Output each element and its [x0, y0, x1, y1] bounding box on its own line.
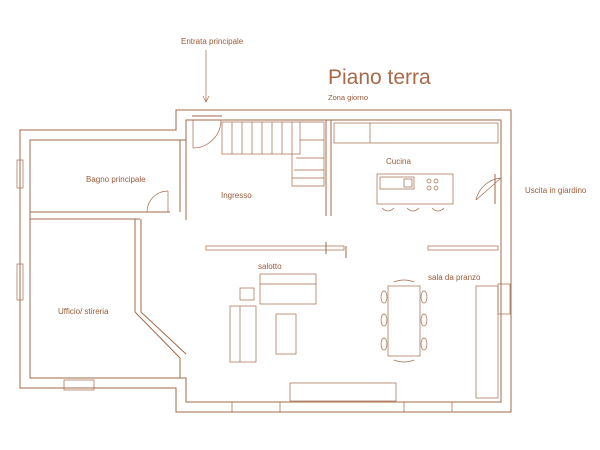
living-furniture: [229, 273, 397, 402]
living-partitions: [205, 242, 499, 258]
bathroom-door: [146, 190, 169, 213]
windows: [16, 159, 511, 413]
entrance-label: Entrata principale: [181, 37, 244, 46]
dining-furniture: [380, 279, 499, 399]
kitchen-structure: [325, 120, 499, 216]
entrance-arrow-icon: [202, 50, 210, 103]
garden-exit-label: Uscita in giardino: [525, 186, 587, 195]
room-label-dining: sala da pranzo: [428, 273, 481, 282]
room-label-office: Ufficio/ stireria: [58, 307, 109, 316]
plan-title: Piano terra: [328, 66, 431, 89]
interior-walls-west: [30, 140, 187, 378]
room-label-kitchen: Cucina: [386, 157, 411, 166]
plan-subtitle: Zona giorno: [328, 93, 368, 102]
entrance-door: [192, 109, 222, 149]
room-label-hall: Ingresso: [221, 191, 252, 200]
room-label-living: salotto: [258, 262, 282, 271]
staircase: [221, 121, 325, 187]
outer-walls: [19, 109, 512, 413]
room-label-bathroom: Bagno principale: [86, 175, 146, 184]
garden-door: [475, 174, 502, 204]
